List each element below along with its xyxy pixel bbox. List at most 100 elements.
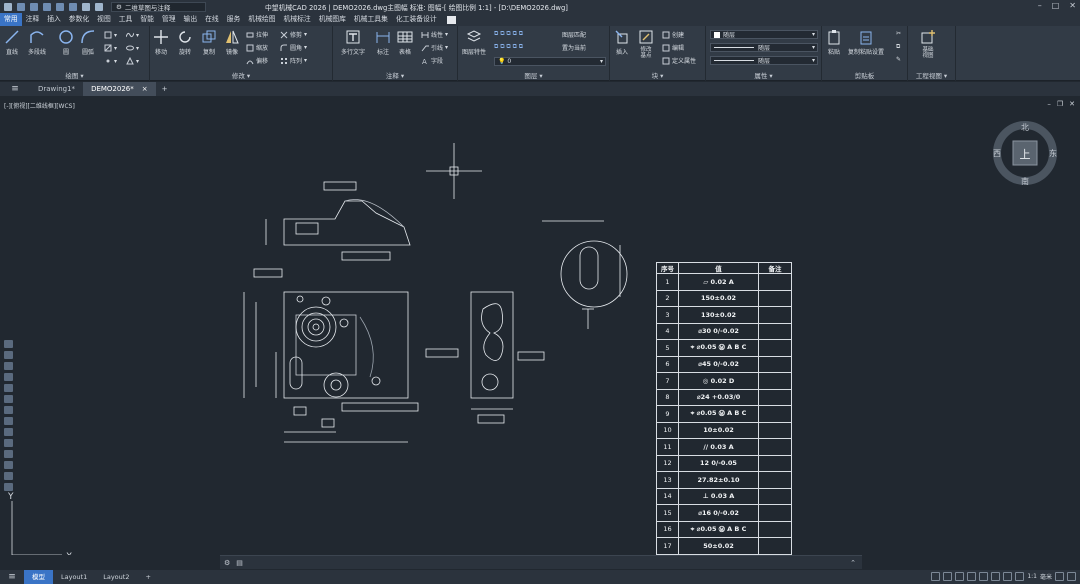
move-tool[interactable]: 移动 bbox=[153, 29, 169, 56]
close-icon[interactable]: × bbox=[141, 85, 148, 93]
layer-tools-row1[interactable]: ⧉ ⧉ ⧉ ⧉ ⧉ bbox=[494, 30, 524, 37]
table-row[interactable]: 7◎ 0.02 D bbox=[656, 372, 792, 390]
command-line[interactable]: ⚙ ▤ ⌃ bbox=[220, 555, 862, 569]
table-tool[interactable]: 表格 bbox=[397, 29, 413, 56]
offset-tool[interactable]: 偏移 bbox=[246, 56, 268, 65]
tab-drawing1[interactable]: Drawing1* bbox=[38, 85, 76, 93]
drawing-canvas[interactable]: [-][俯视][二维线框][WCS] – ❐ ✕ bbox=[0, 97, 1080, 555]
viewport-label[interactable]: [-][俯视][二维线框][WCS] bbox=[4, 103, 75, 110]
app-logo-icon[interactable] bbox=[4, 2, 12, 11]
dimension-tool[interactable]: 标注 bbox=[375, 29, 391, 56]
new-tab-button[interactable]: + bbox=[161, 85, 168, 93]
ribbon-toggle-icon[interactable] bbox=[446, 15, 456, 24]
menu-item[interactable]: 机械标注 bbox=[283, 15, 311, 23]
table-row[interactable]: 15⌀16 0/-0.02 bbox=[656, 504, 792, 522]
fillet-tool[interactable]: 圆角▾ bbox=[280, 43, 307, 52]
save-icon[interactable] bbox=[43, 2, 51, 11]
layer-setcurrent-tool[interactable]: 置为当前 bbox=[562, 45, 587, 52]
edit-basepoint-tool[interactable]: 修改基点 bbox=[638, 29, 654, 59]
tool-icon[interactable] bbox=[4, 406, 13, 414]
layer-tools-row2[interactable]: ⧉ ⧉ ⧉ ⧉ ⧉ bbox=[494, 43, 524, 50]
snap-icon[interactable] bbox=[943, 572, 953, 581]
menu-item[interactable]: 智能 bbox=[140, 15, 154, 23]
menu-item[interactable]: 插入 bbox=[47, 15, 61, 23]
draw-panel-title[interactable]: 绘图 ▾ bbox=[65, 72, 84, 80]
scale-tool[interactable]: 缩放 bbox=[246, 43, 268, 52]
table-row[interactable]: 14⊥ 0.03 A bbox=[656, 487, 792, 505]
array-tool[interactable]: 阵列▾ bbox=[280, 56, 307, 65]
line-tool[interactable]: 直线 bbox=[4, 29, 20, 56]
menu-item[interactable]: 化工装备设计 bbox=[395, 15, 437, 23]
menu-icon[interactable]: ≡ bbox=[11, 84, 19, 94]
properties-panel-title[interactable]: 属性 ▾ bbox=[754, 72, 773, 80]
copy-tool[interactable]: 复制 bbox=[201, 29, 217, 56]
workspace-dropdown[interactable]: ⚙ 二维草图与注释 bbox=[111, 1, 206, 12]
undo-icon[interactable] bbox=[82, 2, 90, 11]
table-row[interactable]: 11// 0.03 A bbox=[656, 438, 792, 456]
tab-demo2026[interactable]: DEMO2026*× bbox=[83, 82, 156, 96]
tool-icon[interactable] bbox=[4, 428, 13, 436]
linetype-dropdown[interactable]: 随层▾ bbox=[710, 43, 818, 52]
base-view-tool[interactable]: 基础视图 bbox=[920, 29, 936, 59]
spline-tool[interactable]: ▾ bbox=[126, 31, 139, 39]
viewcube-top[interactable]: 上 bbox=[1020, 148, 1031, 161]
point-tool[interactable]: ▾ bbox=[104, 57, 117, 65]
cut-tool[interactable]: ✂ bbox=[896, 30, 901, 37]
layer-properties-tool[interactable]: 图层特性 bbox=[462, 29, 486, 56]
viewcube[interactable]: 上 北 南 西 东 bbox=[990, 118, 1060, 188]
tool-icon[interactable] bbox=[4, 373, 13, 381]
menu-item[interactable]: 注释 bbox=[25, 15, 40, 23]
menu-item[interactable]: 视图 bbox=[97, 15, 111, 23]
maximize-icon[interactable]: □ bbox=[1051, 1, 1060, 10]
save-as-icon[interactable] bbox=[56, 2, 64, 11]
minimize-icon[interactable]: – bbox=[1037, 1, 1042, 10]
viewcube-east[interactable]: 东 bbox=[1049, 148, 1057, 158]
grid-icon[interactable] bbox=[931, 572, 941, 581]
menu-item[interactable]: 机械图库 bbox=[318, 15, 346, 23]
viewcube-north[interactable]: 北 bbox=[1021, 123, 1029, 132]
paste-special-tool[interactable]: 复制粘贴设置 bbox=[848, 29, 884, 56]
stretch-tool[interactable]: 拉伸 bbox=[246, 30, 268, 39]
menu-item[interactable]: 输出 bbox=[183, 15, 198, 23]
tool-icon[interactable] bbox=[4, 417, 13, 425]
polyline-tool[interactable]: 多段线 bbox=[28, 29, 46, 56]
layer-match-tool[interactable]: 图层匹配 bbox=[562, 32, 587, 39]
table-row[interactable]: 6⌀45 0/-0.02 bbox=[656, 355, 792, 373]
menu-item[interactable]: 参数化 bbox=[68, 15, 90, 23]
table-row[interactable]: 16⌖ ⌀0.05 Ⓜ A B C bbox=[656, 520, 792, 538]
chevron-up-icon[interactable]: ⌃ bbox=[850, 558, 856, 567]
table-row[interactable]: 5⌖ ⌀0.05 Ⓜ A B C bbox=[656, 339, 792, 357]
tab-layout1[interactable]: Layout1 bbox=[61, 573, 88, 581]
scale-readout[interactable]: 1:1 bbox=[1027, 573, 1037, 580]
match-prop-tool[interactable]: ✎ bbox=[896, 56, 901, 63]
create-block-tool[interactable]: 创建 bbox=[662, 30, 684, 39]
osnap-icon[interactable] bbox=[979, 572, 989, 581]
viewcube-south[interactable]: 南 bbox=[1021, 176, 1029, 186]
table-row[interactable]: 9⌖ ⌀0.05 Ⓜ A B C bbox=[656, 405, 792, 423]
arc-tool[interactable]: 圆弧 bbox=[80, 29, 96, 56]
menu-item[interactable]: 在线 bbox=[205, 15, 219, 23]
lineweight-icon[interactable] bbox=[1003, 572, 1013, 581]
gear-icon[interactable]: ⚙ bbox=[224, 558, 231, 567]
clipboard-panel-title[interactable]: 剪贴板 bbox=[854, 72, 875, 80]
ellipse-tool[interactable]: ▾ bbox=[126, 44, 139, 52]
rotate-tool[interactable]: 旋转 bbox=[177, 29, 193, 56]
copy-clip-tool[interactable]: ⧉ bbox=[896, 43, 900, 51]
restore-icon[interactable]: ❐ bbox=[1056, 100, 1064, 108]
lineweight-dropdown[interactable]: 随层▾ bbox=[710, 56, 818, 65]
tool-icon[interactable] bbox=[4, 450, 13, 458]
menu-item[interactable]: 机械工具集 bbox=[353, 15, 388, 23]
redo-icon[interactable] bbox=[95, 2, 103, 11]
circle-tool[interactable]: 圆 bbox=[58, 29, 74, 56]
paste-tool[interactable]: 粘贴 bbox=[826, 29, 842, 56]
viewcube-west[interactable]: 西 bbox=[993, 149, 1001, 158]
settings-icon[interactable] bbox=[1055, 572, 1064, 581]
ortho-icon[interactable] bbox=[955, 572, 965, 581]
print-icon[interactable] bbox=[69, 2, 77, 11]
